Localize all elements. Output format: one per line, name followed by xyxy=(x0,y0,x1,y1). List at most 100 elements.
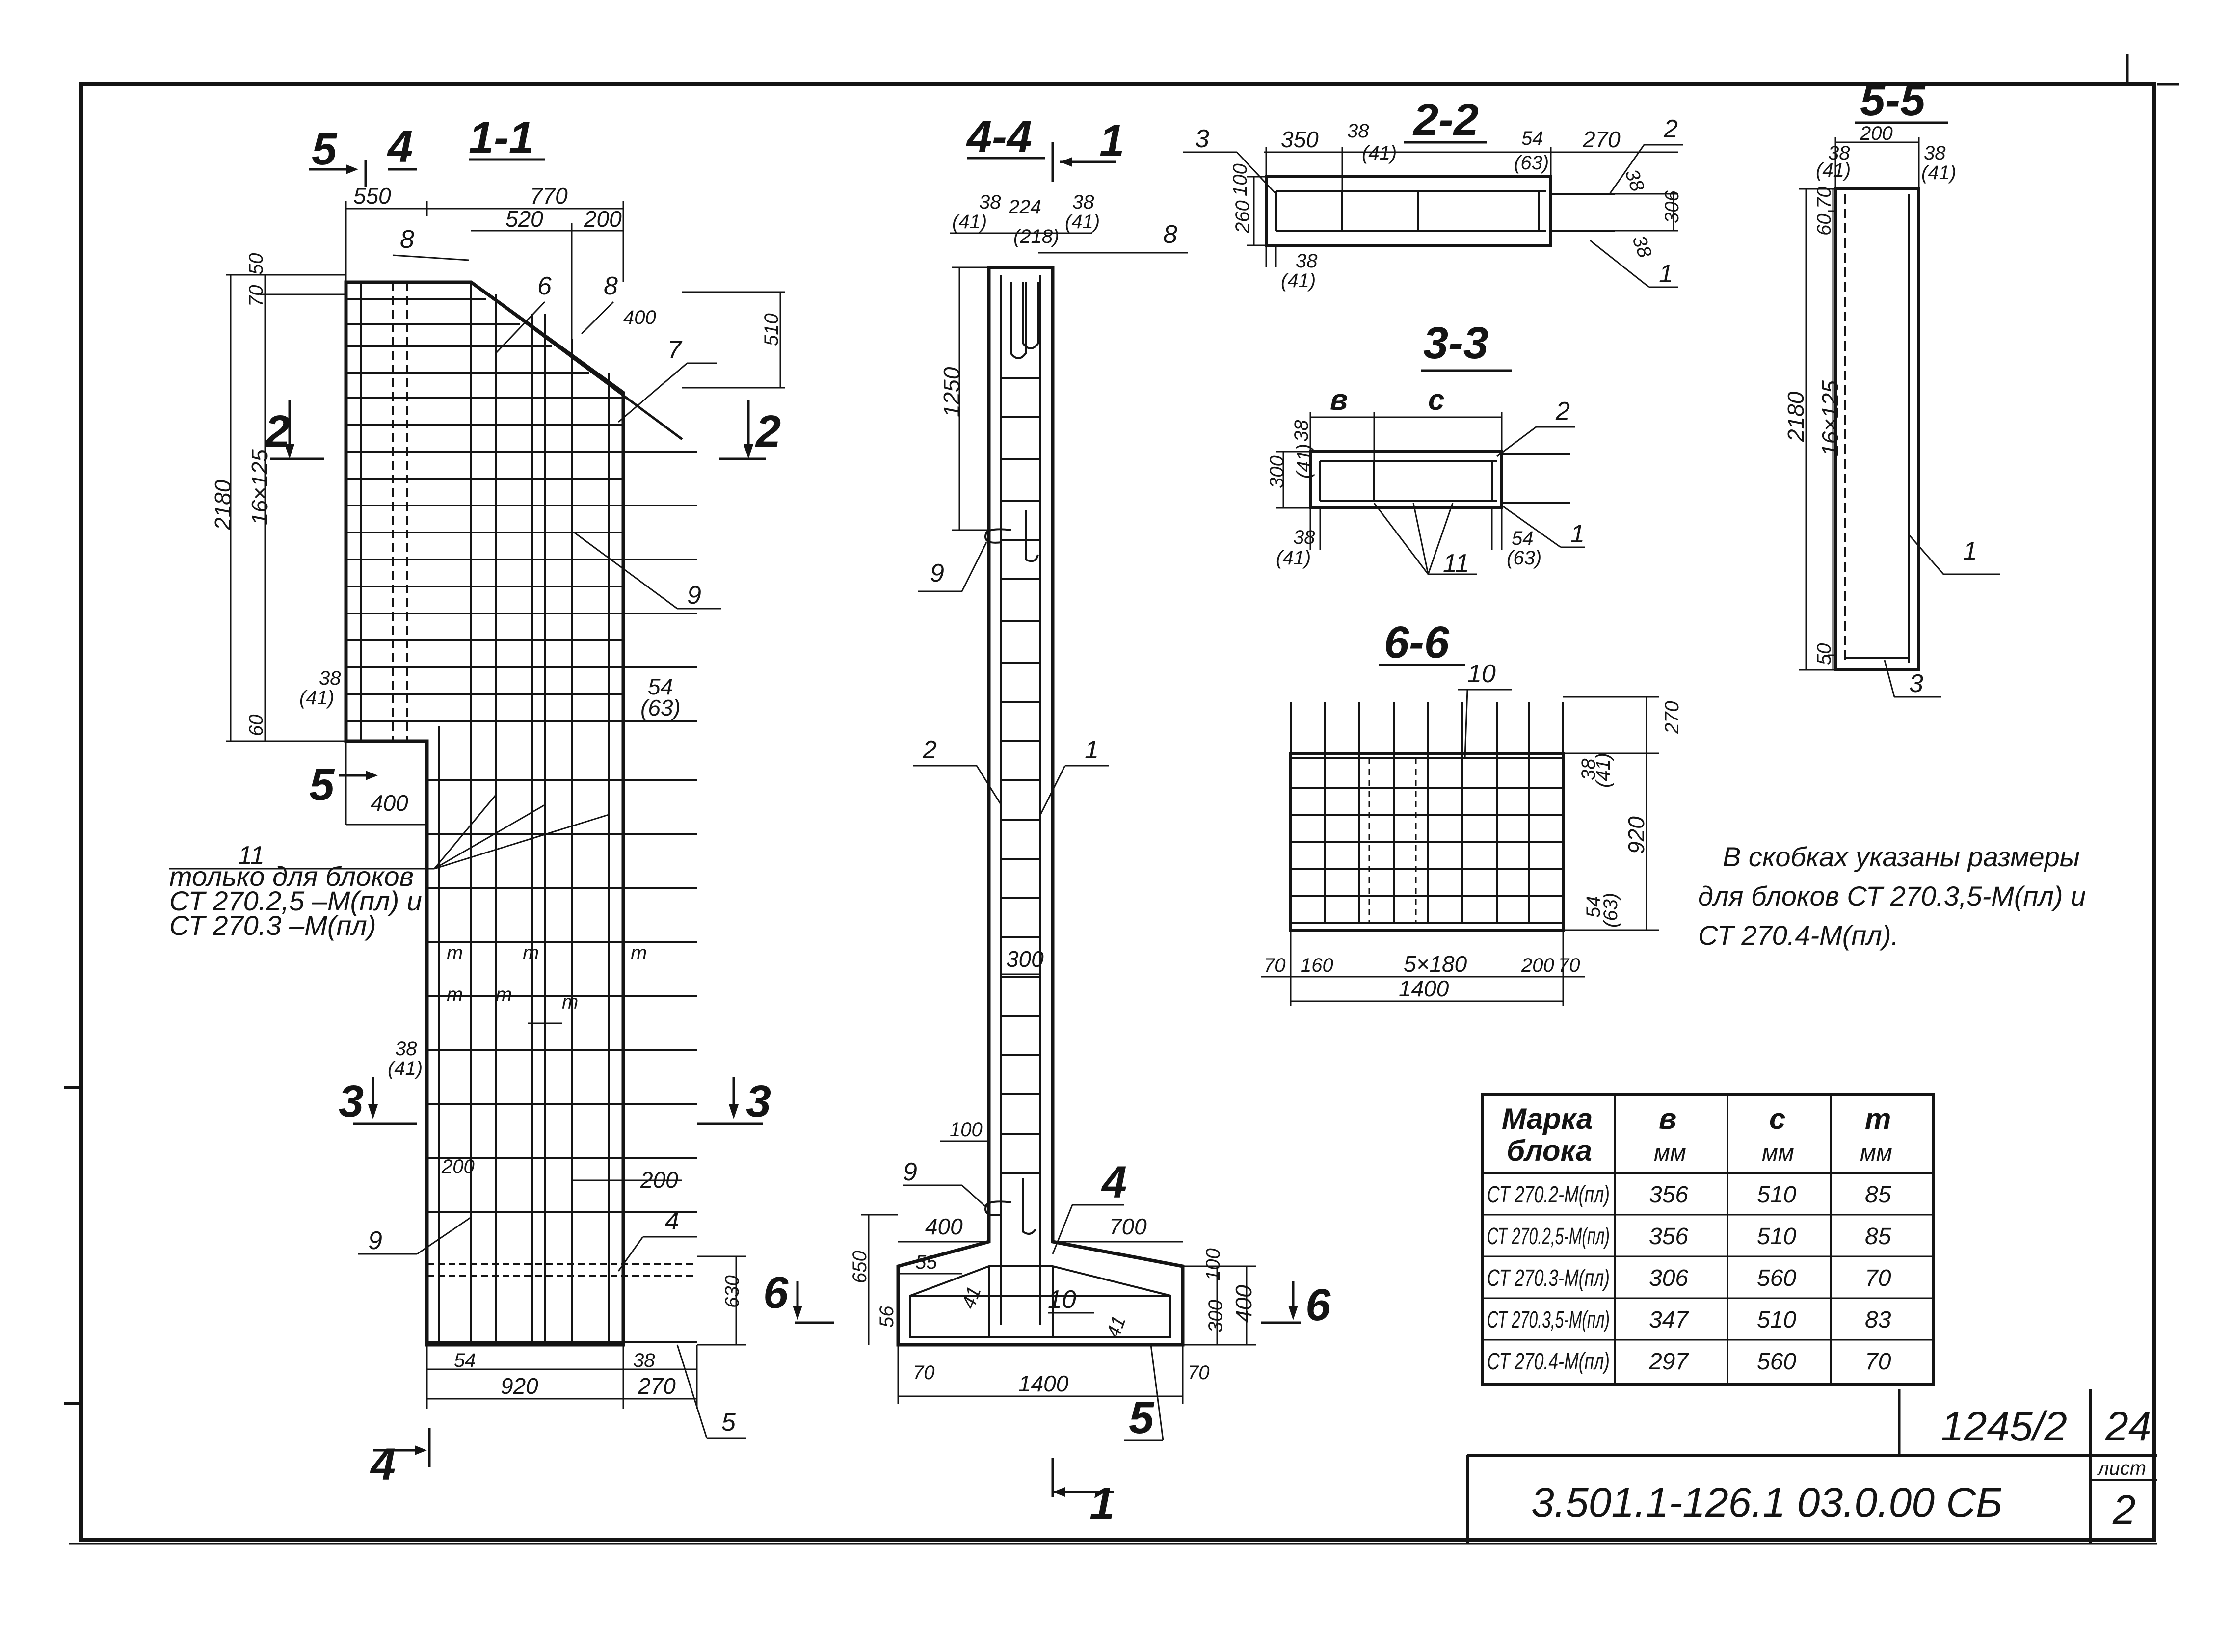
pos-11: 11 xyxy=(238,841,265,870)
section-title-4-4: 4-4 xyxy=(966,112,1032,162)
title-block: 1245/2 24 3.501.1-126.1 03.0.00 СБ лист … xyxy=(1466,1389,2157,1544)
dim-22-38-r: 38 xyxy=(1621,166,1648,195)
table-cell-b: 297 xyxy=(1648,1349,1689,1375)
dim-100: 100 xyxy=(950,1119,983,1141)
table-header-m-unit: мм xyxy=(1860,1140,1892,1166)
pos-4-a: 4 xyxy=(665,1207,679,1235)
designation: 3.501.1-126.1 03.0.00 СБ xyxy=(1531,1479,2003,1525)
pos-3-22: 3 xyxy=(1195,125,1209,153)
dim-66-54: 54 xyxy=(1583,896,1604,918)
dim-66-38: 38 xyxy=(1578,758,1599,780)
dim-22-38-r2: 38 xyxy=(1628,233,1656,261)
dim-55-70: 70 xyxy=(1813,187,1835,209)
pos-9-44b: 9 xyxy=(903,1158,917,1186)
cut-mark-3-left: 3 xyxy=(339,1076,364,1126)
table-cell-c: 510 xyxy=(1757,1307,1796,1333)
dim-44-38-l: 38 xyxy=(979,191,1001,213)
sheet-number: 24 xyxy=(2105,1403,2151,1449)
bracket-note: В скобках указаны размеры для блоков СТ … xyxy=(1698,841,2086,951)
dim-70-r: 70 xyxy=(1188,1362,1210,1384)
dim-650: 650 xyxy=(849,1251,871,1283)
table-cell-c: 510 xyxy=(1757,1182,1796,1208)
dim-520: 520 xyxy=(505,206,543,232)
dim-56: 56 xyxy=(876,1306,898,1328)
dim-300-base: 300 xyxy=(1205,1300,1226,1332)
stirrups-4-4 xyxy=(1001,377,1040,1174)
dim-22-38-b: 38 xyxy=(1296,250,1318,272)
dim-400-44: 400 xyxy=(925,1214,963,1239)
horizontal-rebars-1-1 xyxy=(346,298,697,1343)
table-header-m: m xyxy=(1865,1102,1891,1135)
dim-66-160: 160 xyxy=(1301,955,1333,976)
table-header-mark: Марка xyxy=(1502,1102,1593,1135)
dim-m-4: m xyxy=(447,984,463,1006)
table-row: СТ 270.4-М(пл) 297 560 70 xyxy=(1487,1349,1891,1375)
pos-10-44: 10 xyxy=(1048,1285,1076,1314)
block-table: Марка блока в мм c мм m мм СТ 270.2-М(пл… xyxy=(1481,1093,1935,1386)
doc-ref: 1245/2 xyxy=(1941,1403,2067,1449)
pos-1-44: 1 xyxy=(1085,736,1099,764)
pos-4-44: 4 xyxy=(1101,1157,1127,1207)
dim-66-270: 270 xyxy=(1661,701,1683,734)
dim-200: 200 xyxy=(584,206,622,232)
pos-8-a: 8 xyxy=(400,225,414,254)
pos-2-44: 2 xyxy=(922,736,937,764)
dim-m-6: m xyxy=(562,991,578,1013)
dim-33-38-t: 38 xyxy=(1291,420,1312,442)
cut-mark-5-left: 5 xyxy=(309,760,335,810)
rebar-ends-6-6 xyxy=(1290,702,1564,923)
note-11: только для блоков СТ 270.2,5 –М(пл) и СТ… xyxy=(169,861,422,941)
cut-mark-2-left: 2 xyxy=(264,406,290,456)
dim-100-base: 100 xyxy=(1202,1248,1224,1281)
dim-1400-44: 1400 xyxy=(1018,1371,1069,1396)
vertical-rebars-1-1 xyxy=(360,282,610,1345)
table-cell-mark: СТ 270.3-М(пл) xyxy=(1487,1265,1610,1291)
dim-1250: 1250 xyxy=(939,367,964,417)
dim-33-54: 54 xyxy=(1512,528,1534,549)
pos-9-a: 9 xyxy=(687,581,701,610)
table-cell-mark: СТ 270.2-М(пл) xyxy=(1487,1182,1610,1208)
section-4-4: 4-4 1 xyxy=(763,112,1331,1529)
dim-55-38-l: 38 xyxy=(1828,142,1850,164)
dim-2180: 2180 xyxy=(210,480,236,531)
dim-66-1400: 1400 xyxy=(1399,976,1449,1001)
bracket-note-line3: СТ 270.4-М(пл). xyxy=(1698,920,1899,951)
table-cell-mark: СТ 270.3,5-М(пл) xyxy=(1487,1307,1610,1333)
table-cell-b: 347 xyxy=(1649,1307,1689,1333)
dim-44-224: 224 xyxy=(1008,196,1041,218)
dim-66-41: (41) xyxy=(1593,753,1614,788)
pos-1-55: 1 xyxy=(1963,537,1977,565)
dim-22-54: 54 xyxy=(1521,128,1543,149)
section-3-3: 3-3 в c 2 1 300 38 (41) 38 (41) 54 (63) xyxy=(1266,318,1585,578)
dim-22-100: 100 xyxy=(1229,163,1251,196)
table-row: СТ 270.3-М(пл) 306 560 70 xyxy=(1487,1265,1891,1291)
table-cell-m: 70 xyxy=(1865,1265,1891,1291)
dim-920: 920 xyxy=(501,1373,538,1399)
dim-60: 60 xyxy=(245,715,267,737)
dim-400-base: 400 xyxy=(1231,1285,1256,1323)
dim-55-2180: 2180 xyxy=(1783,391,1808,442)
table-header-c-unit: мм xyxy=(1762,1140,1794,1166)
dim-m-3: m xyxy=(631,942,647,964)
dim-44-41-r: (41) xyxy=(1065,211,1100,233)
dim-66-70-l: 70 xyxy=(1264,955,1286,976)
dim-33-38-b: 38 xyxy=(1293,527,1315,548)
table-cell-b: 306 xyxy=(1649,1265,1688,1291)
dim-66-200: 200 xyxy=(1521,955,1554,976)
table-header-b-unit: мм xyxy=(1654,1140,1686,1166)
dim-22-41-b: (41) xyxy=(1281,270,1316,292)
dim-200-low: 200 xyxy=(441,1156,475,1177)
dim-70-l: 70 xyxy=(913,1362,935,1384)
cut-mark-1-bottom: 1 xyxy=(1089,1479,1115,1529)
section-1-1: 1-1 xyxy=(169,113,785,1490)
dim-33-b: в xyxy=(1330,383,1348,416)
dim-550: 550 xyxy=(353,183,391,209)
dim-38: 38 xyxy=(319,667,341,689)
dim-55-16x125: 16×125 xyxy=(1817,380,1843,456)
table-header-mark-2: блока xyxy=(1507,1134,1592,1167)
dim-66-5x180: 5×180 xyxy=(1404,951,1467,977)
dim-22-63: (63) xyxy=(1514,152,1549,174)
table-cell-c: 560 xyxy=(1757,1265,1796,1291)
dim-38-low: 38 xyxy=(395,1038,417,1060)
list-label: лист xyxy=(2097,1458,2146,1479)
